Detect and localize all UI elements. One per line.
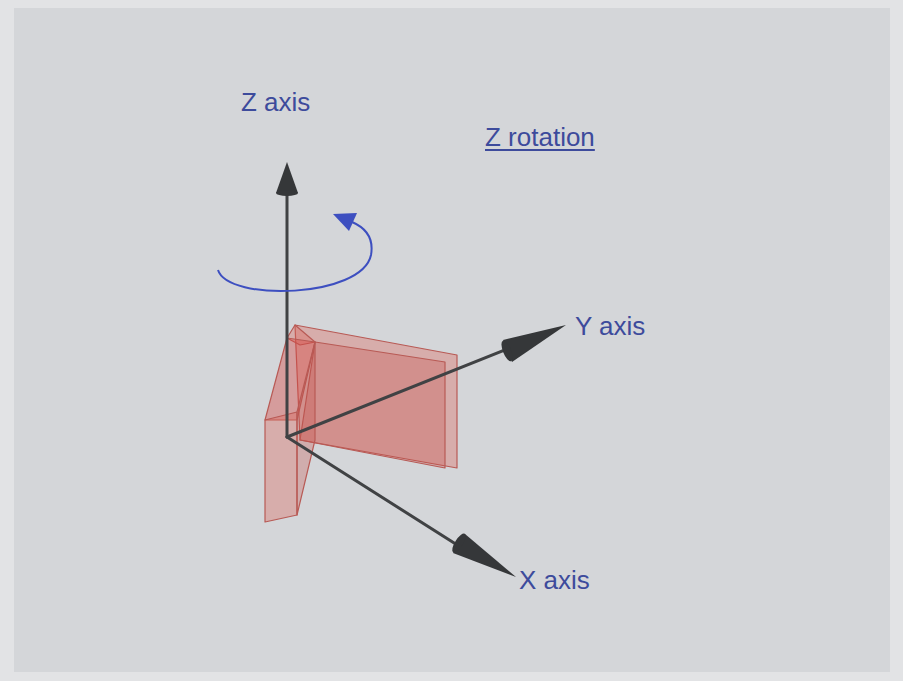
axis-label: X axis — [519, 566, 590, 595]
axis-label: Y axis — [575, 312, 645, 341]
background-panel — [14, 8, 890, 672]
axis-label: Z axis — [241, 88, 310, 117]
view-title: Z rotation — [485, 123, 595, 152]
